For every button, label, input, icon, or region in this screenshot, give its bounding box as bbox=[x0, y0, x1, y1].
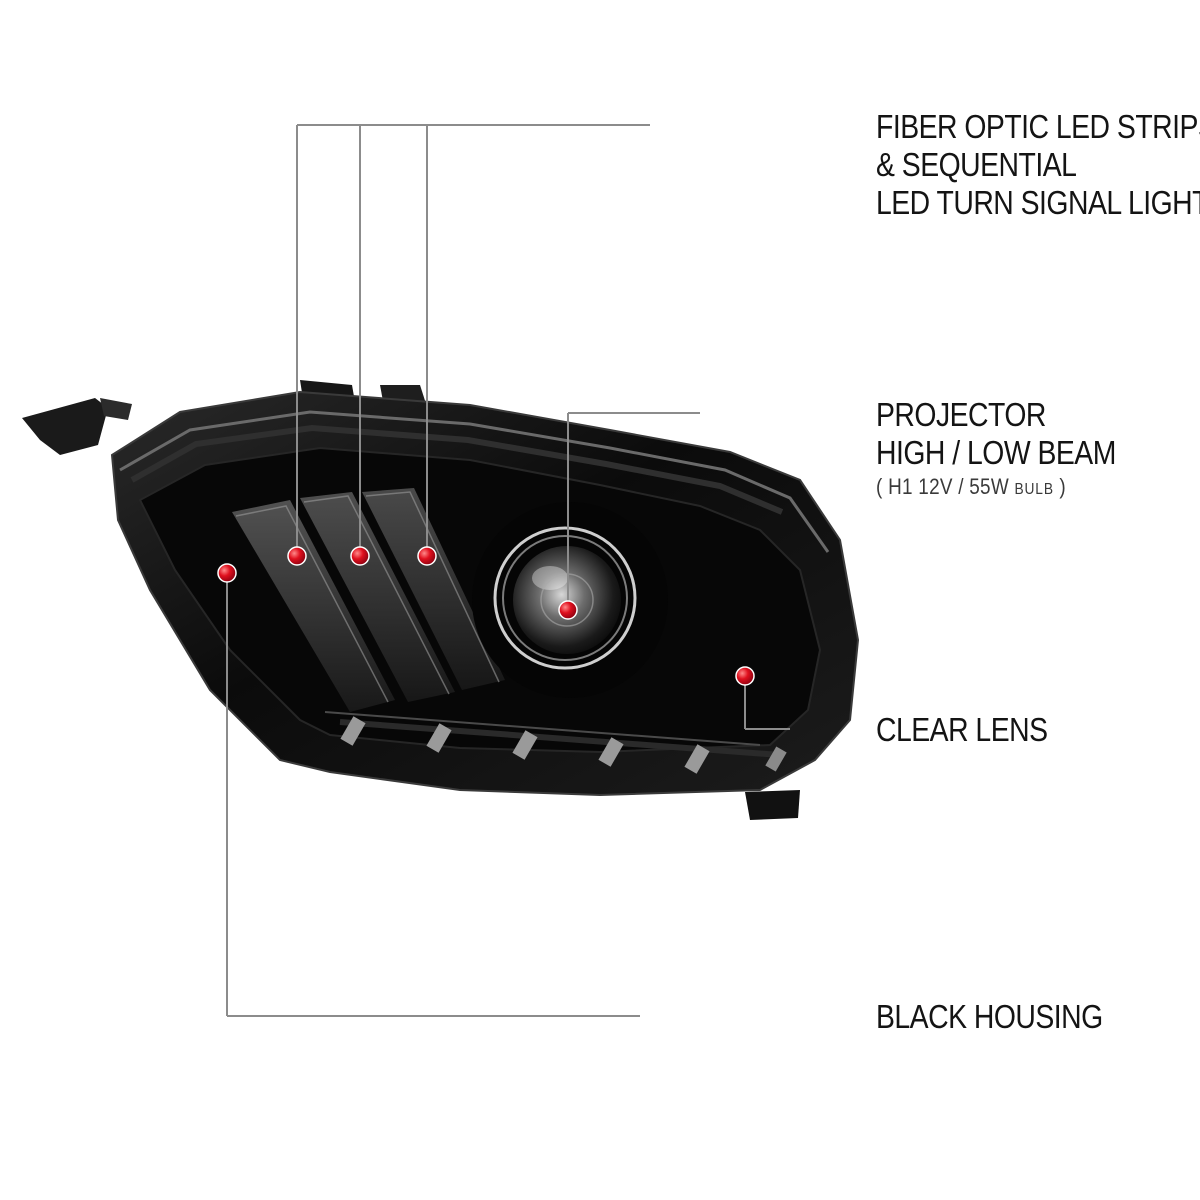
leader-lines bbox=[226, 124, 858, 1017]
spec-paren-open: ( bbox=[876, 474, 889, 499]
turn-signal-leds bbox=[324, 711, 787, 774]
callout-line: HIGH / LOW BEAM bbox=[876, 434, 1116, 471]
callout-line: BLACK HOUSING bbox=[876, 998, 1103, 1035]
callout-line: & SEQUENTIAL bbox=[876, 146, 1077, 183]
callout-line: CLEAR LENS bbox=[876, 711, 1048, 748]
callout-clear-lens: CLEAR LENS bbox=[876, 711, 1048, 749]
callout-line: LED TURN SIGNAL LIGHT bbox=[876, 184, 1200, 221]
projector-lens bbox=[472, 502, 668, 698]
callout-projector: PROJECTOR HIGH / LOW BEAM ( H1 12V / 55W… bbox=[876, 396, 1116, 505]
callout-line: PROJECTOR bbox=[876, 396, 1046, 433]
bulb-spec: ( H1 12V / 55W BULB ) bbox=[876, 472, 1116, 505]
callout-line: FIBER OPTIC LED STRIPS bbox=[876, 108, 1200, 145]
led-strips bbox=[232, 488, 505, 712]
spec-small: BULB bbox=[1014, 481, 1054, 498]
spec-main: H1 12V / 55W bbox=[888, 474, 1015, 499]
callout-fiber-optic: FIBER OPTIC LED STRIPS & SEQUENTIAL LED … bbox=[876, 108, 1200, 222]
callout-dots bbox=[217, 546, 755, 686]
callout-black-housing: BLACK HOUSING bbox=[876, 998, 1103, 1036]
spec-paren-close: ) bbox=[1053, 474, 1066, 499]
